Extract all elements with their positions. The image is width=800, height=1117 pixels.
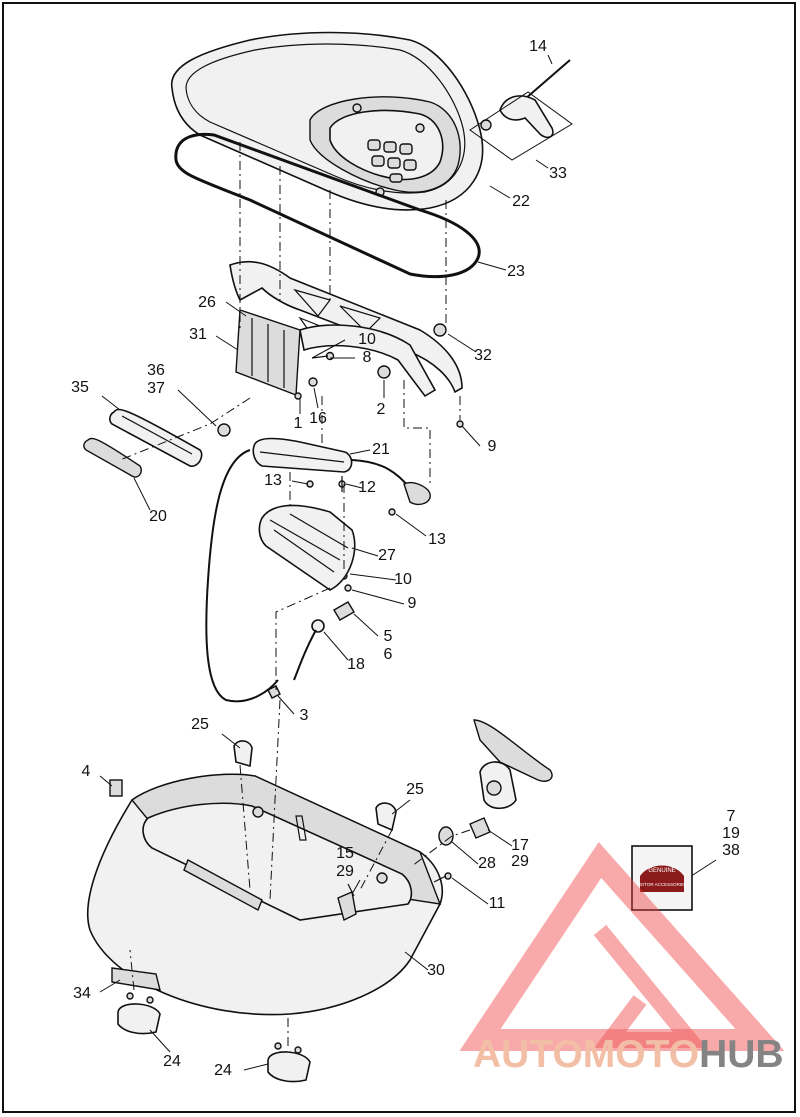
callout-c27: 27 bbox=[378, 547, 396, 564]
callout-c33: 33 bbox=[549, 165, 567, 182]
wire-connector bbox=[267, 601, 355, 699]
callout-c17: 17 bbox=[511, 837, 529, 854]
callout-c29a: 29 bbox=[336, 863, 354, 880]
callout-c37: 37 bbox=[147, 380, 165, 397]
callout-c3: 3 bbox=[300, 707, 309, 724]
callout-c13a: 13 bbox=[264, 472, 282, 489]
callout-c14: 14 bbox=[529, 38, 547, 55]
callout-c9a: 9 bbox=[488, 438, 497, 455]
callout-c36: 36 bbox=[147, 362, 165, 379]
callout-c9b: 9 bbox=[408, 595, 417, 612]
tag-plate bbox=[109, 779, 123, 797]
callout-c5: 5 bbox=[384, 628, 393, 645]
brackets bbox=[233, 740, 397, 832]
callout-c32: 32 bbox=[474, 347, 492, 364]
watermark: AUTOMOTOHUB bbox=[459, 842, 785, 1076]
watermark-text: AUTOMOTOHUB bbox=[473, 1033, 784, 1076]
callout-c10b: 10 bbox=[394, 571, 412, 588]
callout-c12: 12 bbox=[358, 479, 376, 496]
callout-c19: 19 bbox=[722, 825, 740, 842]
callout-c13b: 13 bbox=[428, 531, 446, 548]
callout-c15: 15 bbox=[336, 845, 354, 862]
badge-top-text: GENUINE bbox=[648, 868, 675, 874]
callout-c26: 26 bbox=[198, 294, 216, 311]
callout-c38: 38 bbox=[722, 842, 740, 859]
callout-c28: 28 bbox=[478, 855, 496, 872]
upper-mount bbox=[473, 719, 553, 810]
callout-c34: 34 bbox=[73, 985, 91, 1002]
callout-c16: 16 bbox=[309, 410, 327, 427]
inner-liner bbox=[229, 260, 463, 398]
callout-c23: 23 bbox=[507, 263, 525, 280]
watermark-brand-part1: AUTOMOTO bbox=[473, 1033, 699, 1076]
leader-lines bbox=[99, 54, 717, 1071]
bottom-pad-and-clips bbox=[111, 967, 311, 1083]
callout-c11: 11 bbox=[489, 895, 506, 912]
alignment-lines bbox=[119, 142, 471, 1046]
callout-c24b: 24 bbox=[214, 1062, 232, 1079]
callout-c25b: 25 bbox=[406, 781, 424, 798]
latch-handle-assembly bbox=[469, 59, 573, 161]
lamp-lens bbox=[258, 504, 356, 591]
saddlebag-lid bbox=[170, 31, 484, 211]
accessory-badge: GENUINE MOTOR ACCESSORIES bbox=[631, 845, 693, 911]
callout-c18: 18 bbox=[347, 656, 365, 673]
saddlebag-body bbox=[86, 773, 443, 1016]
lamp-housing bbox=[205, 437, 431, 703]
callout-c35: 35 bbox=[71, 379, 89, 396]
callout-c7: 7 bbox=[727, 808, 736, 825]
watermark-brand-part2: HUB bbox=[699, 1033, 784, 1076]
callout-c4: 4 bbox=[82, 763, 91, 780]
callout-c10a: 10 bbox=[358, 331, 376, 348]
lid-gasket bbox=[174, 132, 481, 279]
callout-c8: 8 bbox=[363, 349, 372, 366]
mounting-hardware bbox=[337, 817, 491, 922]
fasteners bbox=[294, 323, 464, 592]
callout-c30: 30 bbox=[427, 962, 445, 979]
callout-c20: 20 bbox=[149, 508, 167, 525]
callout-c31: 31 bbox=[189, 326, 207, 343]
callout-c1: 1 bbox=[294, 415, 303, 432]
reflector-assembly bbox=[83, 408, 231, 478]
callout-c2: 2 bbox=[377, 401, 386, 418]
callout-c24a: 24 bbox=[163, 1053, 181, 1070]
callout-c22: 22 bbox=[512, 193, 530, 210]
callout-c29b: 29 bbox=[511, 853, 529, 870]
callout-c6: 6 bbox=[384, 646, 393, 663]
callout-c25a: 25 bbox=[191, 716, 209, 733]
badge-bottom-text: MOTOR ACCESSORIES bbox=[637, 882, 687, 887]
callout-c21: 21 bbox=[372, 441, 390, 458]
